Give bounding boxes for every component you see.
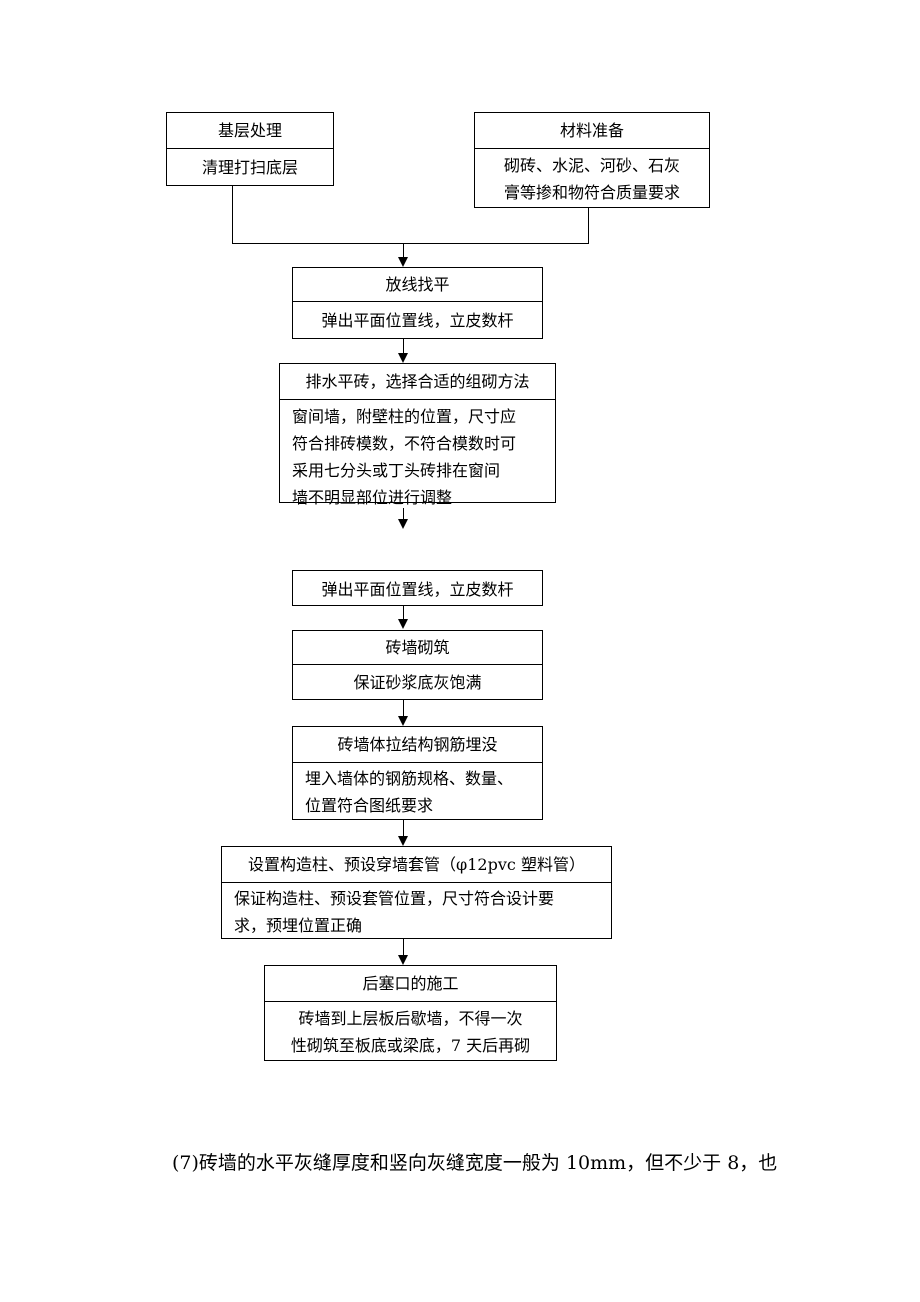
laying-title: 砖墙砌筑 [293, 631, 542, 665]
arrow-to-layout [398, 353, 408, 363]
arrow-to-column [398, 836, 408, 846]
material-prep-line2: 膏等掺和物符合质量要求 [503, 183, 680, 202]
laying-text: 保证砂浆底灰饱满 [353, 672, 482, 692]
arrow-to-setout [398, 257, 408, 267]
setout-box: 放线找平 弹出平面位置线，立皮数杆 [292, 267, 543, 339]
connector-material-down [588, 208, 590, 244]
laying-body: 保证砂浆底灰饱满 [293, 665, 542, 699]
column-title: 设置构造柱、预设穿墙套管（φ12pvc 塑料管） [222, 847, 611, 883]
base-treatment-text: 清理打扫底层 [201, 157, 298, 177]
material-prep-body: 砌砖、水泥、河砂、石灰 膏等掺和物符合质量要求 [475, 149, 709, 207]
arrow-to-plug [398, 955, 408, 965]
column-line2: 求，预埋位置正确 [234, 916, 363, 935]
plug-line2: 性砌筑至板底或梁底，7 天后再砌 [290, 1036, 531, 1055]
material-prep-title: 材料准备 [475, 113, 709, 149]
arrow-to-laying [398, 619, 408, 629]
layout-line1: 窗间墙，附壁柱的位置，尺寸应 [292, 407, 517, 426]
layout-line4: 墙不明显部位进行调整 [292, 488, 453, 507]
layout-line3: 采用七分头或丁头砖排在窗间 [292, 461, 501, 480]
rebar-line1: 埋入墙体的钢筋规格、数量、 [305, 769, 514, 788]
connector-merge-horizontal [232, 243, 589, 245]
plug-body: 砖墙到上层板后歇墙，不得一次 性砌筑至板底或梁底，7 天后再砌 [265, 1002, 556, 1060]
rebar-title: 砖墙体拉结构钢筋埋没 [293, 727, 542, 763]
connector-base-down [232, 186, 234, 244]
column-line1: 保证构造柱、预设套管位置，尺寸符合设计要 [234, 889, 555, 908]
plug-box: 后塞口的施工 砖墙到上层板后歇墙，不得一次 性砌筑至板底或梁底，7 天后再砌 [264, 965, 557, 1061]
layout-line2: 符合排砖模数，不符合模数时可 [292, 434, 517, 453]
base-treatment-box: 基层处理 清理打扫底层 [166, 112, 334, 186]
setout-body: 弹出平面位置线，立皮数杆 [293, 302, 542, 338]
rebar-body: 埋入墙体的钢筋规格、数量、 位置符合图纸要求 [293, 763, 542, 819]
connector-column-plug [403, 939, 405, 956]
column-body: 保证构造柱、预设套管位置，尺寸符合设计要 求，预埋位置正确 [222, 883, 611, 938]
connector-mark-laying [403, 606, 405, 620]
mark-body: 弹出平面位置线，立皮数杆 [293, 571, 542, 605]
connector-merge-down [403, 243, 405, 257]
plug-title: 后塞口的施工 [265, 966, 556, 1002]
arrow-after-layout [398, 519, 408, 529]
material-prep-box: 材料准备 砌砖、水泥、河砂、石灰 膏等掺和物符合质量要求 [474, 112, 710, 208]
connector-setout-layout [403, 339, 405, 353]
setout-title: 放线找平 [293, 268, 542, 302]
layout-box: 排水平砖，选择合适的组砌方法 窗间墙，附壁柱的位置，尺寸应 符合排砖模数，不符合… [279, 363, 556, 507]
mark-text: 弹出平面位置线，立皮数杆 [321, 580, 514, 599]
plug-line1: 砖墙到上层板后歇墙，不得一次 [298, 1009, 523, 1028]
base-treatment-title: 基层处理 [167, 113, 333, 149]
rebar-box: 砖墙体拉结构钢筋埋没 埋入墙体的钢筋规格、数量、 位置符合图纸要求 [292, 726, 543, 820]
column-box: 设置构造柱、预设穿墙套管（φ12pvc 塑料管） 保证构造柱、预设套管位置，尺寸… [221, 846, 612, 939]
connector-laying-rebar [403, 700, 405, 716]
mark-box: 弹出平面位置线，立皮数杆 [292, 570, 543, 606]
arrow-to-rebar [398, 716, 408, 726]
setout-text: 弹出平面位置线，立皮数杆 [321, 310, 514, 330]
rebar-line2: 位置符合图纸要求 [305, 796, 434, 815]
connector-layout-down [403, 508, 405, 519]
material-prep-line1: 砌砖、水泥、河砂、石灰 [503, 156, 680, 175]
body-paragraph: (7)砖墙的水平灰缝厚度和竖向灰缝宽度一般为 10mm，但不少于 8，也 [172, 1152, 778, 1174]
layout-title: 排水平砖，选择合适的组砌方法 [280, 364, 555, 400]
connector-rebar-column [403, 820, 405, 836]
layout-body: 窗间墙，附壁柱的位置，尺寸应 符合排砖模数，不符合模数时可 采用七分头或丁头砖排… [280, 400, 555, 507]
laying-box: 砖墙砌筑 保证砂浆底灰饱满 [292, 630, 543, 700]
base-treatment-body: 清理打扫底层 [167, 149, 333, 185]
